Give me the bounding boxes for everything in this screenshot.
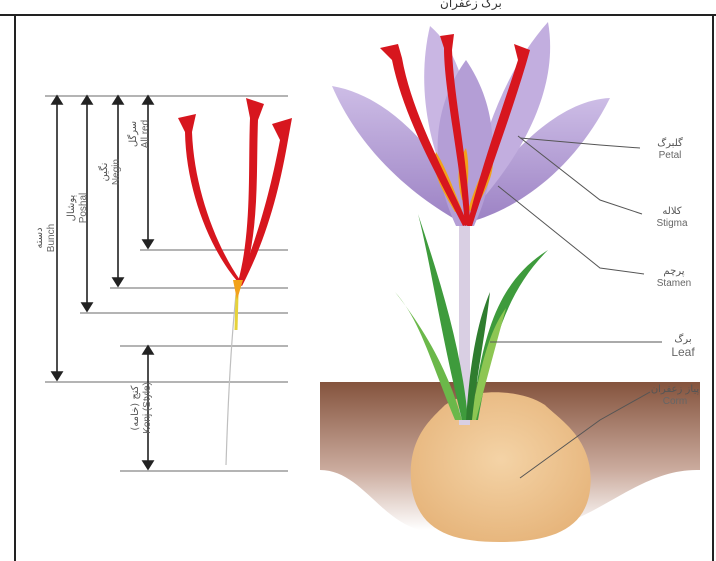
label-poshal: پوشال Poshal	[66, 178, 90, 238]
label-petal: گلبرگ Petal	[640, 138, 700, 162]
label-bunch: دسته Bunch	[34, 208, 58, 268]
label-stamen: پرچم Stamen	[644, 266, 704, 290]
label-corm: پیاز زعفران Corm	[640, 384, 710, 408]
label-negin: نگین Negin	[99, 142, 123, 202]
label-all-red: سرگل All red	[128, 104, 152, 164]
petals	[332, 22, 610, 226]
label-konj-style: کنج (خامه) Konj (Style)	[130, 368, 154, 448]
label-stigma: کلاله Stigma	[642, 206, 702, 230]
label-leaf: برگ Leaf	[660, 334, 706, 358]
left-stigma-drawing	[178, 98, 292, 465]
left-stigma-1	[178, 114, 240, 282]
